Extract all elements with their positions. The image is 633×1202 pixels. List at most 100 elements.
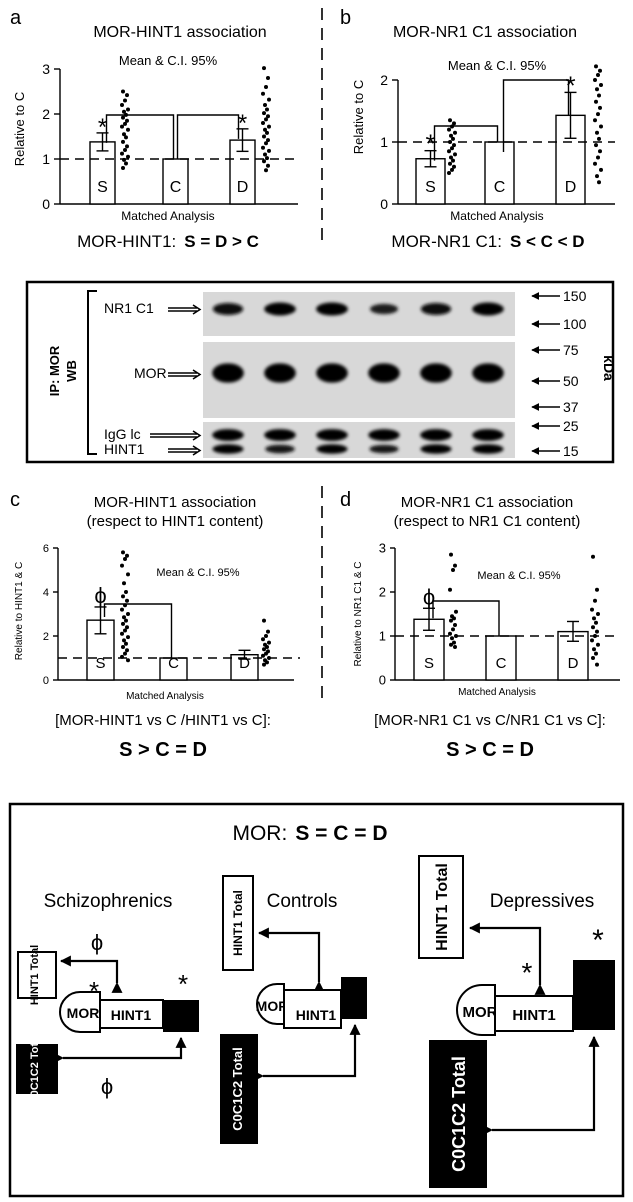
bar-label-D: D — [237, 179, 249, 196]
data-point — [122, 581, 126, 586]
blot-strip — [203, 292, 515, 336]
data-point — [449, 642, 453, 647]
data-point — [594, 143, 598, 148]
blot-side-label-ip: IP: MOR — [47, 345, 62, 396]
depr-hint1-label: HINT1 — [512, 1007, 555, 1024]
data-point — [261, 653, 265, 658]
data-point — [124, 161, 128, 166]
data-point — [265, 107, 269, 112]
panel-b-conclusion: MOR-NR1 C1:S < C < D — [391, 232, 584, 251]
schizo-phi-top: ϕ — [91, 930, 103, 955]
data-point — [125, 118, 129, 123]
data-point — [453, 130, 457, 135]
panel-c-ylabel: Relative to HINT1 & C — [14, 562, 25, 660]
data-point — [453, 563, 457, 568]
panel-c-conclusion: S > C = D — [119, 739, 207, 761]
significance-marker: ϕ — [94, 583, 106, 608]
marker-label: 37 — [563, 399, 579, 415]
data-point — [123, 148, 127, 152]
data-point — [448, 118, 452, 123]
data-point — [595, 587, 599, 592]
data-point — [267, 97, 271, 102]
data-point — [452, 164, 456, 169]
panel-c-subtitle: (respect to HINT1 content) — [87, 513, 264, 530]
blot-band — [264, 302, 296, 316]
bar-label-C: C — [170, 179, 182, 196]
data-point — [450, 167, 454, 172]
comparison-bracket — [432, 600, 500, 636]
data-point — [592, 647, 596, 652]
data-point — [262, 662, 266, 667]
data-point — [452, 143, 456, 148]
blot-band — [472, 429, 504, 441]
panel-a-title: MOR-HINT1 association — [93, 24, 266, 41]
blot-band — [420, 429, 452, 441]
blot-band — [316, 302, 348, 316]
panel-d: d MOR-NR1 C1 association (respect to NR1… — [340, 489, 620, 761]
data-point — [126, 154, 130, 159]
data-point — [264, 651, 268, 656]
data-point — [120, 124, 124, 129]
data-point — [120, 563, 124, 568]
bar-label-D: D — [568, 655, 579, 672]
data-point — [266, 163, 270, 168]
data-point — [123, 98, 127, 103]
y-tick-label: 2 — [43, 631, 49, 643]
data-point — [122, 109, 126, 114]
bar-label-D: D — [565, 179, 577, 196]
data-point — [263, 152, 267, 157]
data-point — [120, 151, 124, 156]
blot-band — [264, 429, 296, 441]
data-point — [594, 651, 598, 656]
schizo-hint1-total-label: HINT1 Total — [29, 945, 41, 1005]
blot-band — [420, 363, 452, 383]
panel-a-ylabel: Relative to C — [12, 92, 27, 166]
panel-c-xlabel: Matched Analysis — [126, 691, 204, 702]
data-point — [594, 620, 598, 625]
depr-hint1-total-label: HINT1 Total — [434, 863, 451, 951]
controls-c0c1c2-total-box — [220, 1034, 258, 1144]
data-point — [125, 625, 129, 630]
comparison-bracket — [103, 603, 173, 658]
blot-strip — [203, 342, 515, 418]
y-tick-label: 0 — [380, 196, 388, 212]
blot-row-label: MOR — [134, 365, 167, 381]
data-point — [266, 138, 270, 143]
data-point — [265, 156, 269, 161]
panel-c: c MOR-HINT1 association (respect to HINT… — [10, 489, 300, 761]
blot-bracket — [87, 290, 97, 455]
bar-label-D: D — [239, 655, 250, 672]
data-point — [596, 73, 600, 78]
data-point — [452, 640, 456, 645]
data-point — [264, 85, 268, 89]
panel-b-conclusion-prefix: MOR-NR1 C1: — [391, 232, 502, 251]
data-point — [452, 121, 456, 126]
blot-row-label: NR1 C1 — [104, 300, 154, 316]
panel-d-ylabel: Relative to NR1 C1 & C — [353, 561, 364, 666]
y-tick-label: 2 — [380, 72, 388, 88]
blot-band — [472, 363, 504, 383]
data-point — [453, 152, 457, 157]
bar-C — [159, 657, 188, 681]
data-point — [450, 124, 454, 129]
model-group-depressives: Depressives HINT1 Total * * MOR HINT1 C0… — [418, 855, 615, 1188]
panel-a-conclusion: MOR-HINT1:S = D > C — [77, 232, 259, 251]
blot-band — [472, 444, 504, 454]
controls-nr1-box — [341, 977, 367, 1019]
y-tick-label: 0 — [379, 673, 386, 688]
data-point — [264, 141, 268, 146]
data-point — [122, 615, 126, 620]
data-point — [125, 93, 129, 98]
data-point — [447, 127, 451, 132]
data-point — [262, 647, 266, 652]
marker-label: 100 — [563, 316, 587, 332]
data-point — [126, 635, 130, 640]
depr-star-hint1: * — [522, 957, 533, 988]
y-tick-label: 6 — [43, 543, 49, 555]
